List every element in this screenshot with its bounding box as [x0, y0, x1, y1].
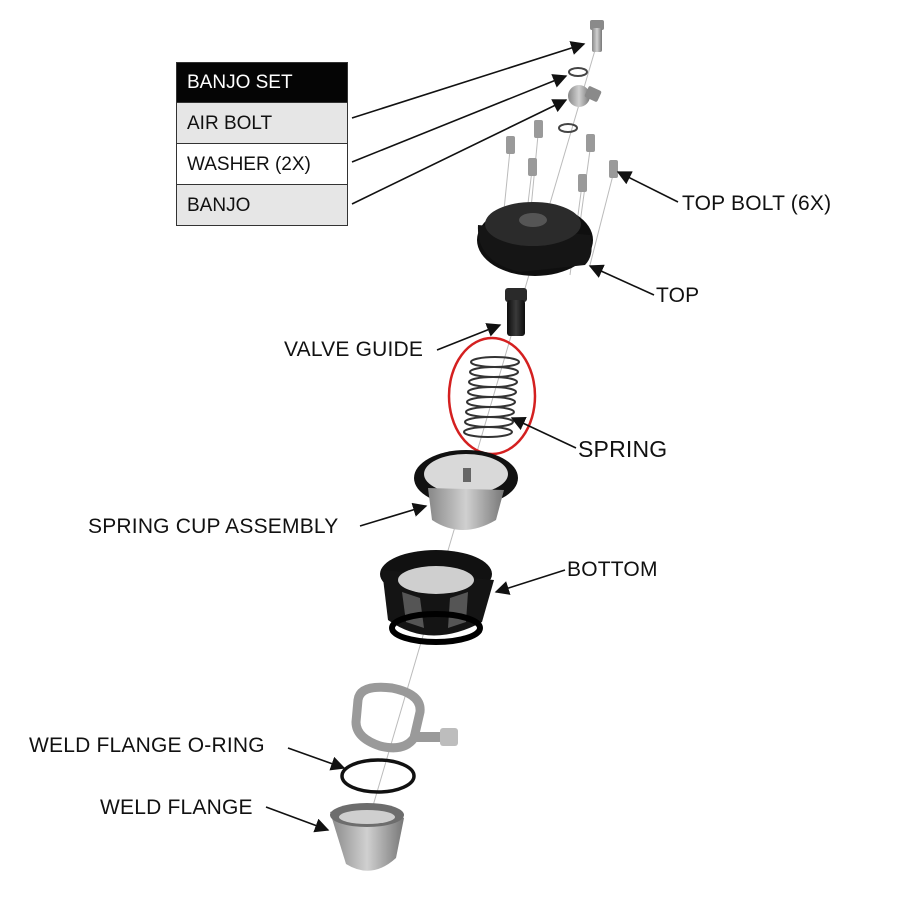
leader-lines [265, 41, 679, 833]
washer-part-1 [568, 67, 588, 77]
assembly-axis-lines [359, 39, 614, 851]
weld-flange-oring-part [340, 758, 416, 794]
label-spring: SPRING [578, 436, 668, 462]
label-bottom: BOTTOM [567, 558, 658, 581]
top-bolts-part [506, 120, 618, 192]
label-spring-cup-assembly: SPRING CUP ASSEMBLY [88, 515, 339, 538]
banjo-part [568, 85, 602, 107]
label-top: TOP [656, 284, 700, 307]
banjo-set-table: BANJO SET AIR BOLT WASHER (2X) BANJO [176, 62, 348, 226]
air-bolt-part [590, 20, 604, 52]
top-housing-part [477, 202, 593, 276]
legend-item-washer: WASHER (2X) [177, 143, 347, 184]
v-band-clamp-part [351, 682, 458, 753]
label-valve-guide: VALVE GUIDE [284, 338, 424, 361]
legend-item-air-bolt: AIR BOLT [177, 102, 347, 143]
label-weld-flange-oring: WELD FLANGE O-RING [29, 734, 265, 757]
banjo-set-header: BANJO SET [177, 63, 347, 102]
washer-part-2 [558, 123, 578, 133]
spring-part [463, 356, 520, 438]
valve-guide-part [505, 288, 527, 336]
bottom-housing-part [380, 550, 494, 645]
label-top-bolt: TOP BOLT (6X) [682, 192, 832, 215]
spring-cup-part [414, 450, 518, 530]
label-weld-flange: WELD FLANGE [100, 796, 253, 819]
legend-item-banjo: BANJO [177, 184, 347, 225]
weld-flange-part [330, 803, 404, 871]
